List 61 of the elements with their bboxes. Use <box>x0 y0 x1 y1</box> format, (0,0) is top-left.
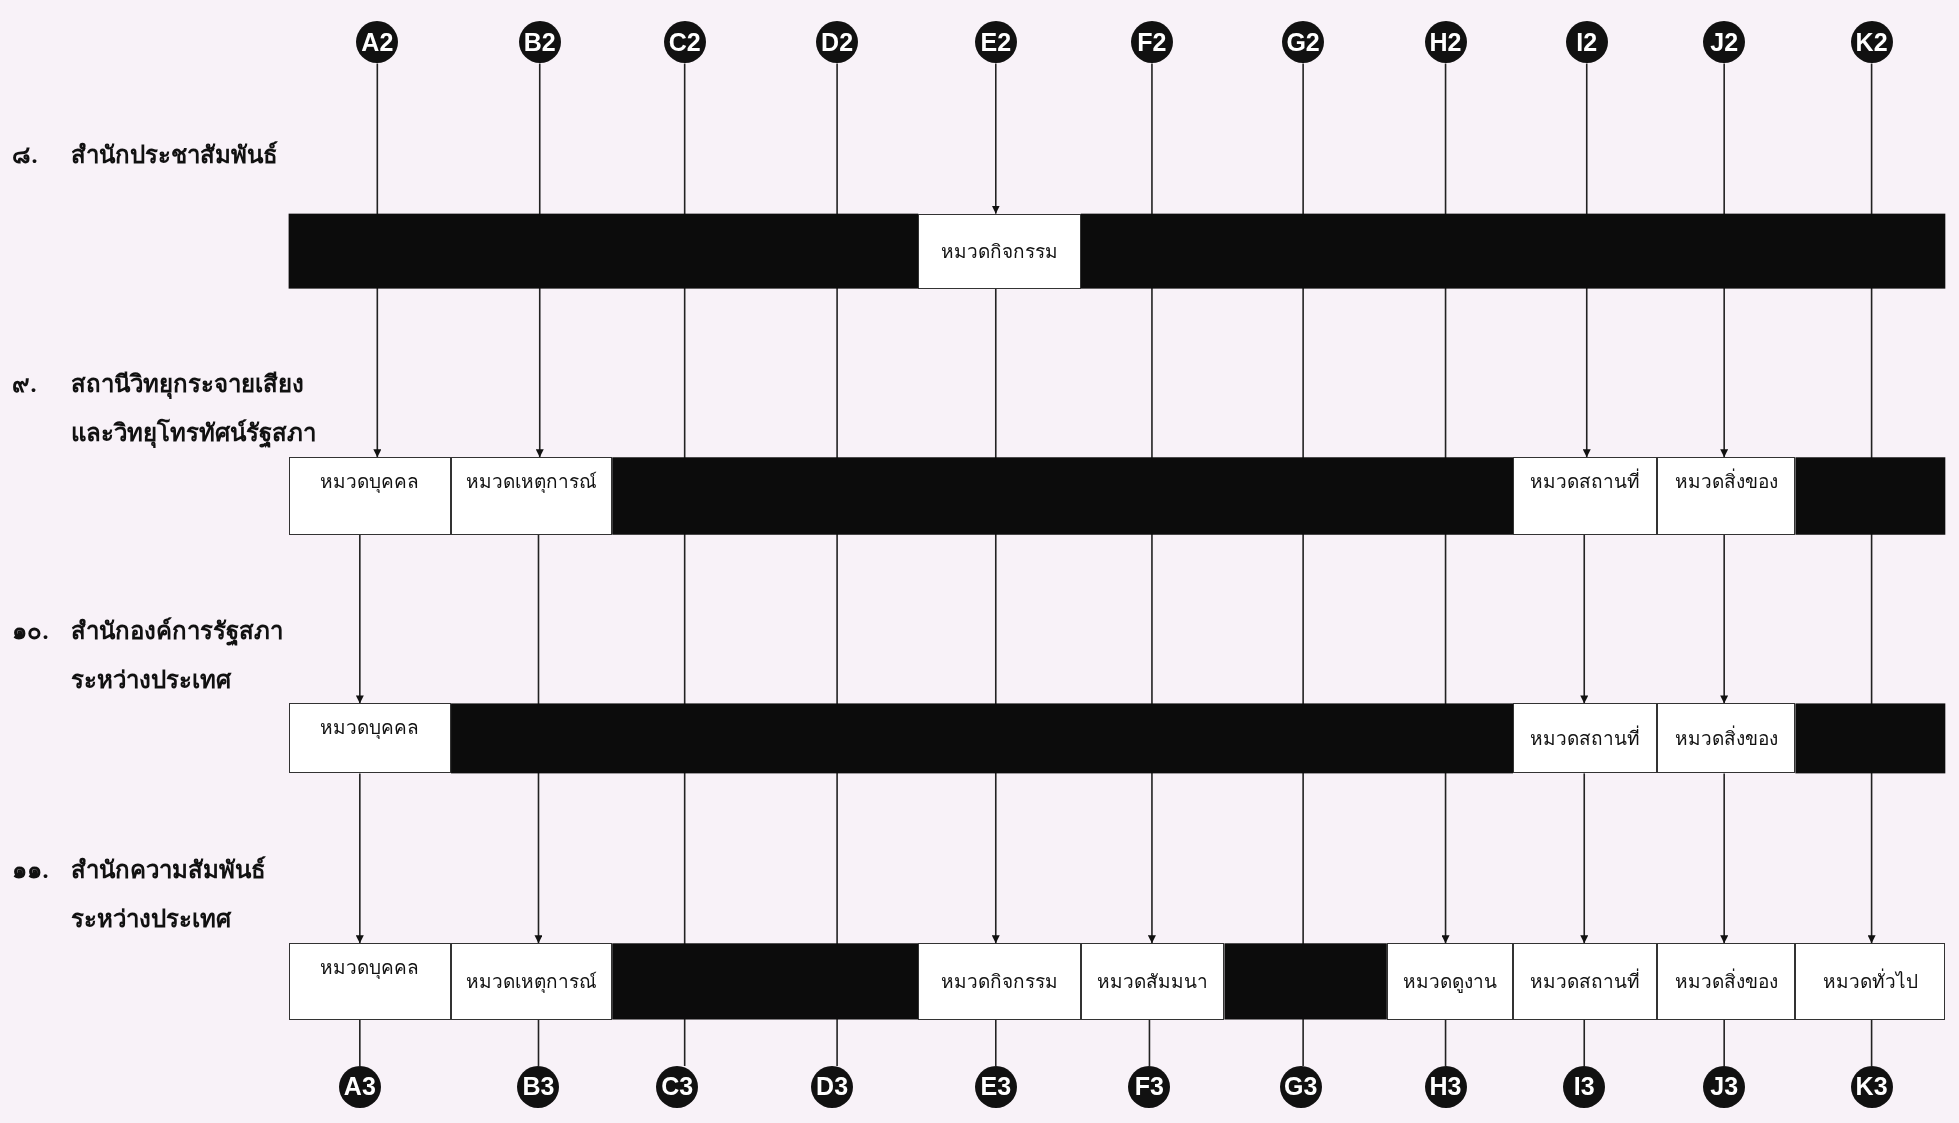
column-marker-circle: E3 <box>974 1065 1017 1108</box>
row-number: ๘. <box>12 141 38 171</box>
arrow <box>355 772 364 945</box>
category-cell: หมวดดูงาน <box>1386 943 1513 1020</box>
column-marker-circle: J2 <box>1703 21 1746 64</box>
column-marker-circle: D3 <box>811 1065 854 1108</box>
arrow <box>991 62 1000 215</box>
category-cell: หมวดสถานที่ <box>1513 703 1657 774</box>
arrow <box>1580 772 1589 945</box>
connector-line <box>359 1018 361 1067</box>
category-cell: หมวดกิจกรรม <box>918 213 1081 289</box>
row-heading: สำนักองค์การรัฐสภาระหว่างประเทศ <box>71 616 285 696</box>
connector-line <box>1148 1018 1151 1067</box>
column-marker-circle: F2 <box>1130 21 1173 64</box>
column-marker-circle: C3 <box>656 1065 699 1108</box>
arrow <box>1580 533 1589 705</box>
connector-line <box>1583 1018 1586 1067</box>
column-marker-circle: A2 <box>356 21 399 64</box>
category-cell: หมวดกิจกรรม <box>918 943 1081 1020</box>
column-marker-circle: G2 <box>1282 21 1325 64</box>
row-number: ๑๐. <box>12 617 49 647</box>
column-marker-circle: I2 <box>1565 21 1608 64</box>
column-marker-circle: C2 <box>663 21 706 64</box>
column-marker-circle: G3 <box>1279 1065 1322 1108</box>
connector-line <box>994 1018 997 1067</box>
category-cell: หมวดบุคคล <box>288 457 452 535</box>
category-cell: หมวดทั่วไป <box>1795 943 1946 1020</box>
column-marker-circle: F3 <box>1128 1065 1171 1108</box>
column-marker-circle: H2 <box>1424 21 1467 64</box>
row-heading: สำนักความสัมพันธ์ระหว่างประเทศ <box>71 855 268 934</box>
arrow <box>355 533 364 705</box>
arrow <box>1720 533 1729 705</box>
column-marker-circle: A3 <box>338 1065 381 1108</box>
column-marker-circle: J3 <box>1703 1065 1746 1108</box>
connector-line <box>1723 1018 1725 1067</box>
category-cell: หมวดสิ่งของ <box>1656 457 1796 535</box>
category-cell: หมวดเหตุการณ์ <box>451 943 613 1020</box>
category-cell: หมวดสัมมนา <box>1080 943 1225 1020</box>
column-marker-circle: B2 <box>518 21 561 64</box>
column-marker-circle: B3 <box>517 1065 560 1108</box>
column-marker-circle: H3 <box>1424 1065 1467 1108</box>
column-marker-circle: K3 <box>1850 1065 1893 1108</box>
column-marker-circle: D2 <box>816 21 859 64</box>
category-cell: หมวดสถานที่ <box>1513 943 1657 1020</box>
row-number: ๙. <box>12 369 37 399</box>
row-heading: สถานีวิทยุกระจายเสียงและวิทยุโทรทัศน์รัฐสภา <box>71 369 318 450</box>
category-cell: หมวดสถานที่ <box>1513 457 1657 535</box>
column-marker-circle: K2 <box>1850 21 1893 64</box>
category-cell: หมวดสิ่งของ <box>1656 703 1796 774</box>
category-cell: หมวดเหตุการณ์ <box>451 457 613 535</box>
arrow <box>1720 772 1729 945</box>
category-cell: หมวดบุคคล <box>288 703 452 774</box>
column-marker-circle: E2 <box>974 21 1017 64</box>
row-heading: สำนักประชาสัมพันธ์ <box>71 140 280 171</box>
row-number: ๑๑. <box>12 855 49 885</box>
connector-line <box>1870 1018 1873 1067</box>
category-cell: หมวดสิ่งของ <box>1656 943 1796 1020</box>
connector-line <box>1444 1018 1447 1067</box>
column-marker-circle: I3 <box>1563 1065 1606 1108</box>
connector-line <box>537 1018 540 1067</box>
category-cell: หมวดบุคคล <box>288 943 452 1020</box>
